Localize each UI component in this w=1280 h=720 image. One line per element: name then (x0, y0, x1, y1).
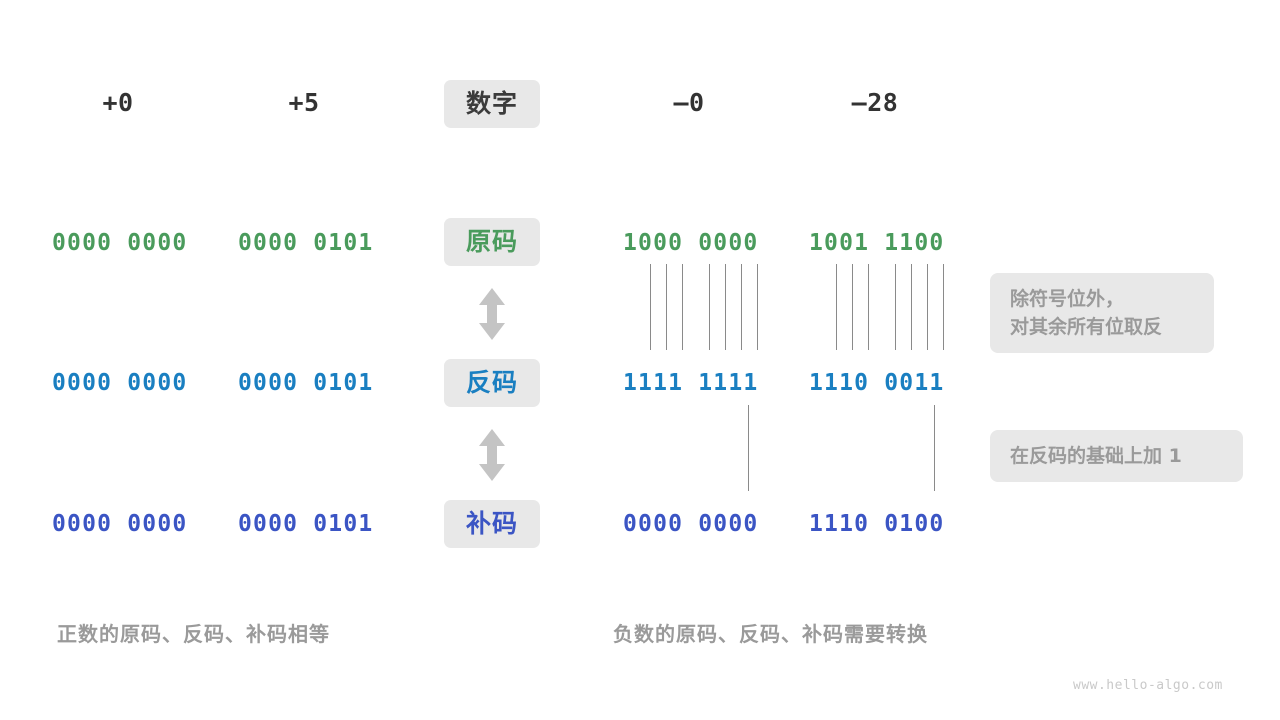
connector-line (666, 264, 667, 350)
cell-ones-complement-plus-zero: 0000 0000 (52, 370, 188, 396)
row-header-pill-sign-magnitude: 原码 (444, 218, 540, 266)
connector-line (650, 264, 651, 350)
column-header-plus-five: +5 (288, 88, 320, 117)
double-arrow-icon-sign-to-ones (475, 286, 509, 346)
connector-line (836, 264, 837, 350)
connector-line (682, 264, 683, 350)
cell-ones-complement-minus-zero: 1111 1111 (623, 370, 759, 396)
connector-line (741, 264, 742, 350)
column-header-minus-zero: –0 (673, 88, 705, 117)
watermark: www.hello-algo.com (1073, 678, 1223, 693)
connector-line (709, 264, 710, 350)
caption-positive: 正数的原码、反码、补码相等 (57, 622, 330, 646)
connector-line (757, 264, 758, 350)
cell-sign-magnitude-plus-five: 0000 0101 (238, 230, 374, 256)
cell-twos-complement-plus-zero: 0000 0000 (52, 511, 188, 537)
connector-line (868, 264, 869, 350)
connector-line (748, 405, 749, 491)
row-header-pill-ones-complement: 反码 (444, 359, 540, 407)
row-header-pill-twos-complement: 补码 (444, 500, 540, 548)
cell-sign-magnitude-plus-zero: 0000 0000 (52, 230, 188, 256)
connector-line (725, 264, 726, 350)
connector-line (852, 264, 853, 350)
double-arrow-icon-ones-to-twos (475, 427, 509, 487)
column-header-minus-twentyeight: –28 (851, 88, 899, 117)
cell-ones-complement-minus-twentyeight: 1110 0011 (809, 370, 945, 396)
cell-sign-magnitude-minus-twentyeight: 1001 1100 (809, 230, 945, 256)
note-invert-bits: 除符号位外， 对其余所有位取反 (990, 273, 1214, 353)
cell-twos-complement-minus-zero: 0000 0000 (623, 511, 759, 537)
caption-negative: 负数的原码、反码、补码需要转换 (613, 622, 928, 646)
row-header-pill-number: 数字 (444, 80, 540, 128)
connector-line (895, 264, 896, 350)
connector-line (943, 264, 944, 350)
connector-line (934, 405, 935, 491)
cell-twos-complement-minus-twentyeight: 1110 0100 (809, 511, 945, 537)
cell-sign-magnitude-minus-zero: 1000 0000 (623, 230, 759, 256)
cell-twos-complement-plus-five: 0000 0101 (238, 511, 374, 537)
cell-ones-complement-plus-five: 0000 0101 (238, 370, 374, 396)
column-header-plus-zero: +0 (102, 88, 134, 117)
note-add-one: 在反码的基础上加 1 (990, 430, 1243, 482)
connector-line (927, 264, 928, 350)
connector-line (911, 264, 912, 350)
